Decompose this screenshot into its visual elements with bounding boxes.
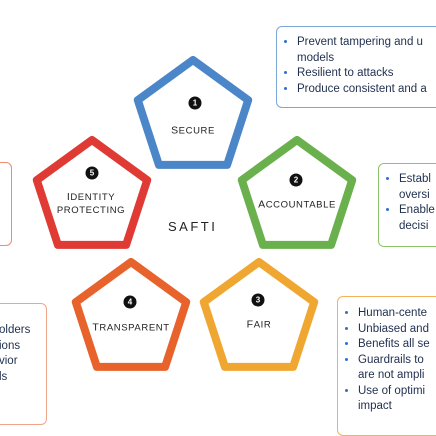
diagram-title: SAFTI xyxy=(168,219,218,234)
callout-secure: Prevent tampering and u models Resilient… xyxy=(276,26,436,108)
callout-transparent-item: vior xyxy=(0,355,18,367)
callout-transparent-list: olders ions vior ls xyxy=(0,323,46,385)
callout-fair-item: Human-cente xyxy=(358,306,436,322)
callout-fair: Human-cente Unbiased and Benefits all se… xyxy=(337,296,436,436)
pentagon-identity xyxy=(32,136,152,249)
label-secure-rest: ECURE xyxy=(178,125,215,137)
callout-fair-item: Benefits all se xyxy=(358,337,436,353)
label-fair-initial: F xyxy=(246,318,254,331)
label-identity: IDENTITY PROTECTING xyxy=(57,191,125,217)
callout-transparent: olders ions vior ls xyxy=(0,303,47,425)
label-transparent: TRANSPARENT xyxy=(92,322,169,335)
label-secure-initial: S xyxy=(171,124,179,137)
badge-secure: 1 xyxy=(188,96,202,110)
label-identity-line1: IDENTITY xyxy=(57,191,125,204)
label-secure: SECURE xyxy=(171,125,215,138)
label-accountable: ACCOUNTABLE xyxy=(258,199,336,212)
callout-secure-item: Resilient to attacks xyxy=(297,66,436,82)
badge-identity: 5 xyxy=(85,166,99,180)
callout-secure-list: Prevent tampering and u models Resilient… xyxy=(277,35,436,97)
callout-fair-item: Use of optimi impact xyxy=(358,384,436,415)
badge-accountable: 2 xyxy=(289,173,303,187)
label-fair: FAIR xyxy=(247,319,272,332)
badge-fair: 3 xyxy=(251,293,265,307)
pentagon-transparent-shape xyxy=(71,258,191,371)
callout-accountable-item: Establ oversi xyxy=(399,172,436,203)
label-accountable-initial: A xyxy=(258,198,266,211)
pentagon-identity-shape xyxy=(32,136,152,249)
callout-fair-list: Human-cente Unbiased and Benefits all se… xyxy=(338,306,436,415)
label-identity-rest: DENTITY xyxy=(70,192,116,203)
pentagon-fair-shape xyxy=(199,258,319,371)
callout-secure-item: Prevent tampering and u models xyxy=(297,35,436,66)
callout-transparent-item: ls xyxy=(0,370,8,383)
callout-transparent-item: ions xyxy=(0,339,21,352)
callout-fair-item: Unbiased and xyxy=(358,322,436,338)
callout-identity xyxy=(0,162,12,246)
callout-accountable: Establ oversi Enable decisi xyxy=(378,163,436,247)
pentagon-secure xyxy=(133,56,253,169)
pentagon-transparent xyxy=(71,258,191,371)
label-identity-line2: PROTECTING xyxy=(56,205,126,216)
label-transparent-initial: T xyxy=(92,321,100,334)
pentagon-fair xyxy=(199,258,319,371)
callout-accountable-list: Establ oversi Enable decisi xyxy=(379,172,436,234)
pentagon-accountable-shape xyxy=(237,136,357,249)
callout-transparent-item: olders xyxy=(0,324,31,336)
label-accountable-rest: CCOUNTABLE xyxy=(265,199,336,211)
label-transparent-rest: RANSPARENT xyxy=(99,322,170,334)
callout-secure-item: Produce consistent and a xyxy=(297,82,436,98)
label-identity-initial: I xyxy=(66,191,71,203)
pentagon-secure-shape xyxy=(133,56,253,169)
badge-transparent: 4 xyxy=(123,295,137,309)
label-fair-rest: AIR xyxy=(253,319,272,331)
pentagon-accountable xyxy=(237,136,357,249)
callout-fair-item: Guardrails to are not ampli xyxy=(358,353,436,384)
callout-accountable-item: Enable decisi xyxy=(399,203,436,234)
